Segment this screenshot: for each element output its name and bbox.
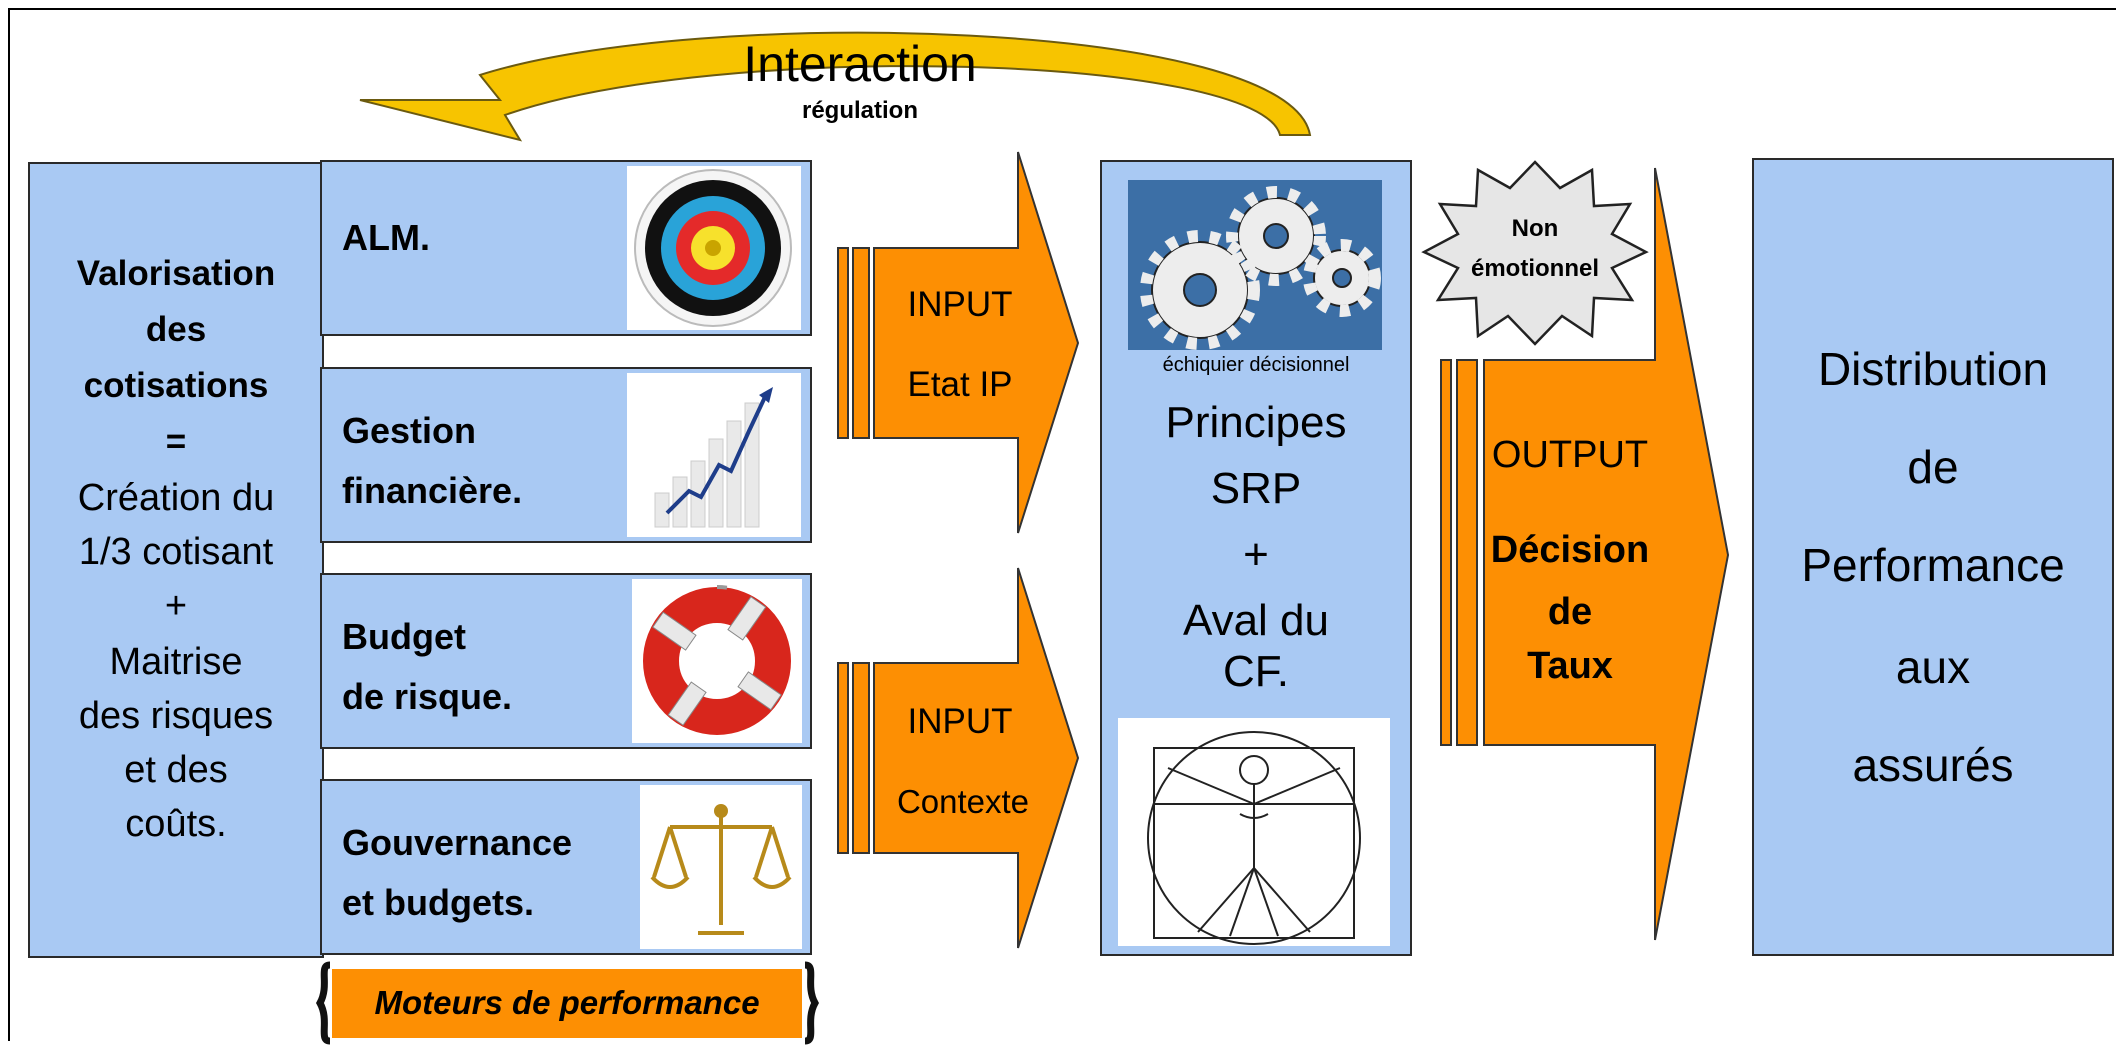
interaction-title: Interaction xyxy=(743,36,977,92)
vitruvian-man-icon xyxy=(1118,718,1390,946)
valorisation-line9: des risques xyxy=(78,695,274,737)
engine-gouvernance: Gouvernance et budgets. xyxy=(320,779,812,955)
input-top-line1: INPUT xyxy=(907,285,1013,324)
engine-gestion-line1: Gestion xyxy=(342,410,477,451)
valorisation-line10: et des xyxy=(124,749,228,791)
input-bottom-line2: Contexte xyxy=(896,783,1030,820)
distribution-line3: Performance xyxy=(1801,539,2065,591)
input-top-line2: Etat IP xyxy=(907,365,1013,404)
engines-caption: Moteurs de performance xyxy=(374,984,760,1021)
valorisation-line5: Création du xyxy=(77,477,275,519)
input-arrow-top xyxy=(837,151,1080,534)
engine-alm: ALM. xyxy=(320,160,812,336)
principes-caption: échiquier décisionnel xyxy=(1162,354,1350,376)
engine-gestion-line2: financière. xyxy=(342,470,523,511)
interaction-arrow xyxy=(359,31,1312,142)
distribution-line4: aux xyxy=(1895,641,1971,693)
scales-icon xyxy=(640,785,802,949)
valorisation-box: Valorisation des cotisations = Création … xyxy=(28,162,324,958)
output-line2: Décision xyxy=(1490,529,1650,571)
interaction-subtitle: régulation xyxy=(801,97,918,124)
valorisation-line6: 1/3 cotisant xyxy=(78,531,274,573)
principes-line1: Principes xyxy=(1165,398,1347,447)
engine-alm-label: ALM. xyxy=(342,217,430,258)
valorisation-line1: Valorisation xyxy=(76,254,276,293)
engine-gestion: Gestion financière. xyxy=(320,367,812,543)
distribution-line5: assurés xyxy=(1852,739,2014,791)
output-line4: Taux xyxy=(1527,645,1613,687)
caption-bracket xyxy=(315,961,331,1045)
valorisation-plus: + xyxy=(164,585,188,627)
input-arrow-bottom xyxy=(837,567,1080,949)
valorisation-line8: Maitrise xyxy=(109,641,243,683)
target-icon xyxy=(627,166,801,330)
valorisation-line2: des xyxy=(145,310,207,349)
valorisation-line11: coûts. xyxy=(125,803,227,845)
valorisation-line3: cotisations xyxy=(83,366,269,405)
starburst-shape xyxy=(1421,160,1649,346)
input-bottom-line1: INPUT xyxy=(907,702,1013,741)
engine-gouvernance-line1: Gouvernance xyxy=(342,822,573,863)
principes-line2: SRP xyxy=(1210,464,1302,513)
engine-budget-line1: Budget xyxy=(342,616,466,657)
growth-chart-icon xyxy=(627,373,801,537)
burst-line1: Non xyxy=(1511,215,1559,242)
engine-gouvernance-line2: et budgets. xyxy=(342,882,535,923)
output-line1: OUTPUT xyxy=(1491,434,1649,476)
principes-line4: Aval du xyxy=(1183,596,1329,645)
gears-icon xyxy=(1128,180,1382,350)
lifebuoy-icon xyxy=(632,579,802,743)
distribution-box: Distribution de Performance aux assurés xyxy=(1752,158,2114,956)
output-line3: de xyxy=(1547,591,1593,633)
output-arrow xyxy=(1440,167,1730,941)
distribution-line1: Distribution xyxy=(1817,343,2049,395)
distribution-line2: de xyxy=(1907,441,1959,493)
principes-box: échiquier décisionnel Principes SRP + Av… xyxy=(1100,160,1412,956)
engine-budget-line2: de risque. xyxy=(342,676,513,717)
principes-line5: CF. xyxy=(1223,647,1289,696)
valorisation-equals: = xyxy=(165,422,187,461)
burst-line2: émotionnel xyxy=(1470,255,1599,282)
diagram-frame xyxy=(8,8,2116,1041)
engine-budget: Budget de risque. xyxy=(320,573,812,749)
principes-plus: + xyxy=(1243,530,1269,579)
